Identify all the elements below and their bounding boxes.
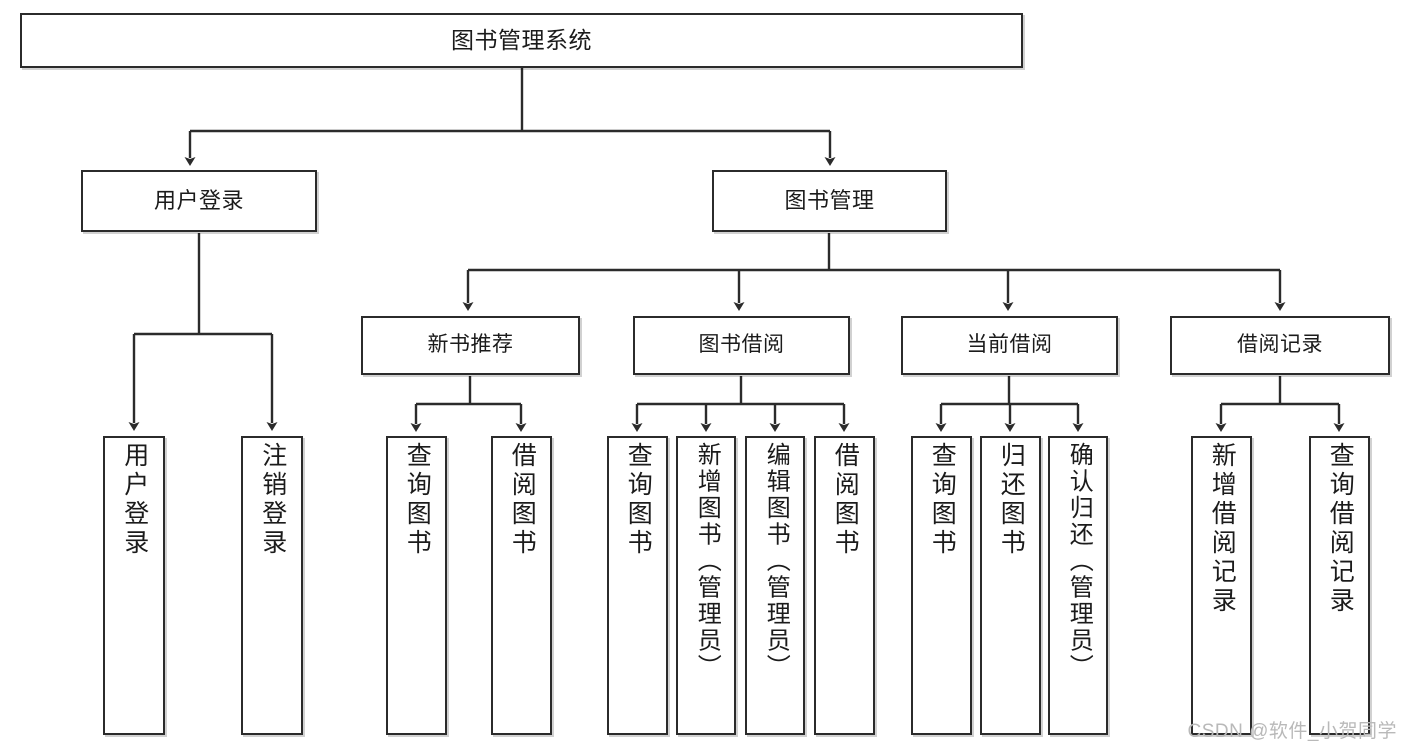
- node-label: 新增借阅记录: [1208, 442, 1237, 616]
- leaf-return-book[interactable]: 归还图书: [980, 436, 1041, 735]
- node-label: 新书推荐: [427, 333, 514, 357]
- node-label: 归还图书: [997, 442, 1026, 558]
- node-book-management[interactable]: 图书管理: [712, 170, 947, 232]
- node-borrow-record[interactable]: 借阅记录: [1170, 316, 1390, 375]
- node-label: 用户登录: [153, 188, 244, 214]
- node-label: 图书管理系统: [451, 26, 592, 53]
- node-label: 新增图书（管理员）: [693, 442, 721, 681]
- node-user-login[interactable]: 用户登录: [81, 170, 317, 232]
- node-label: 当前借阅: [966, 333, 1053, 357]
- node-label: 借阅图书: [831, 442, 860, 558]
- leaf-add-borrow-record[interactable]: 新增借阅记录: [1191, 436, 1252, 735]
- leaf-user-login[interactable]: 用户登录: [103, 436, 165, 735]
- node-label: 借阅记录: [1237, 333, 1323, 357]
- node-label: 注销登录: [258, 442, 287, 558]
- leaf-borrow-book-recommend[interactable]: 借阅图书: [491, 436, 552, 735]
- node-label: 图书借阅: [698, 333, 785, 357]
- watermark-text: CSDN @软件_小贺同学: [1187, 721, 1397, 742]
- leaf-query-book-recommend[interactable]: 查询图书: [386, 436, 447, 735]
- leaf-borrow-book[interactable]: 借阅图书: [814, 436, 875, 735]
- node-label: 编辑图书（管理员）: [762, 442, 790, 681]
- node-book-borrow[interactable]: 图书借阅: [633, 316, 850, 375]
- node-current-borrow[interactable]: 当前借阅: [901, 316, 1118, 375]
- node-new-book-recommend[interactable]: 新书推荐: [361, 316, 580, 375]
- node-label: 确认归还（管理员）: [1065, 442, 1093, 681]
- node-label: 查询图书: [928, 442, 957, 558]
- leaf-query-borrow-record[interactable]: 查询借阅记录: [1309, 436, 1370, 735]
- leaf-add-book-admin[interactable]: 新增图书（管理员）: [676, 436, 736, 735]
- leaf-confirm-return-admin[interactable]: 确认归还（管理员）: [1048, 436, 1108, 735]
- node-label: 查询图书: [403, 442, 432, 558]
- leaf-query-book-current[interactable]: 查询图书: [911, 436, 972, 735]
- node-label: 图书管理: [784, 188, 875, 214]
- node-label: 借阅图书: [508, 442, 537, 558]
- leaf-edit-book-admin[interactable]: 编辑图书（管理员）: [745, 436, 805, 735]
- node-label: 用户登录: [120, 442, 149, 558]
- node-label: 查询图书: [624, 442, 653, 558]
- leaf-logout[interactable]: 注销登录: [241, 436, 303, 735]
- leaf-query-book-borrow[interactable]: 查询图书: [607, 436, 668, 735]
- node-root-system[interactable]: 图书管理系统: [20, 13, 1023, 68]
- node-label: 查询借阅记录: [1326, 442, 1355, 616]
